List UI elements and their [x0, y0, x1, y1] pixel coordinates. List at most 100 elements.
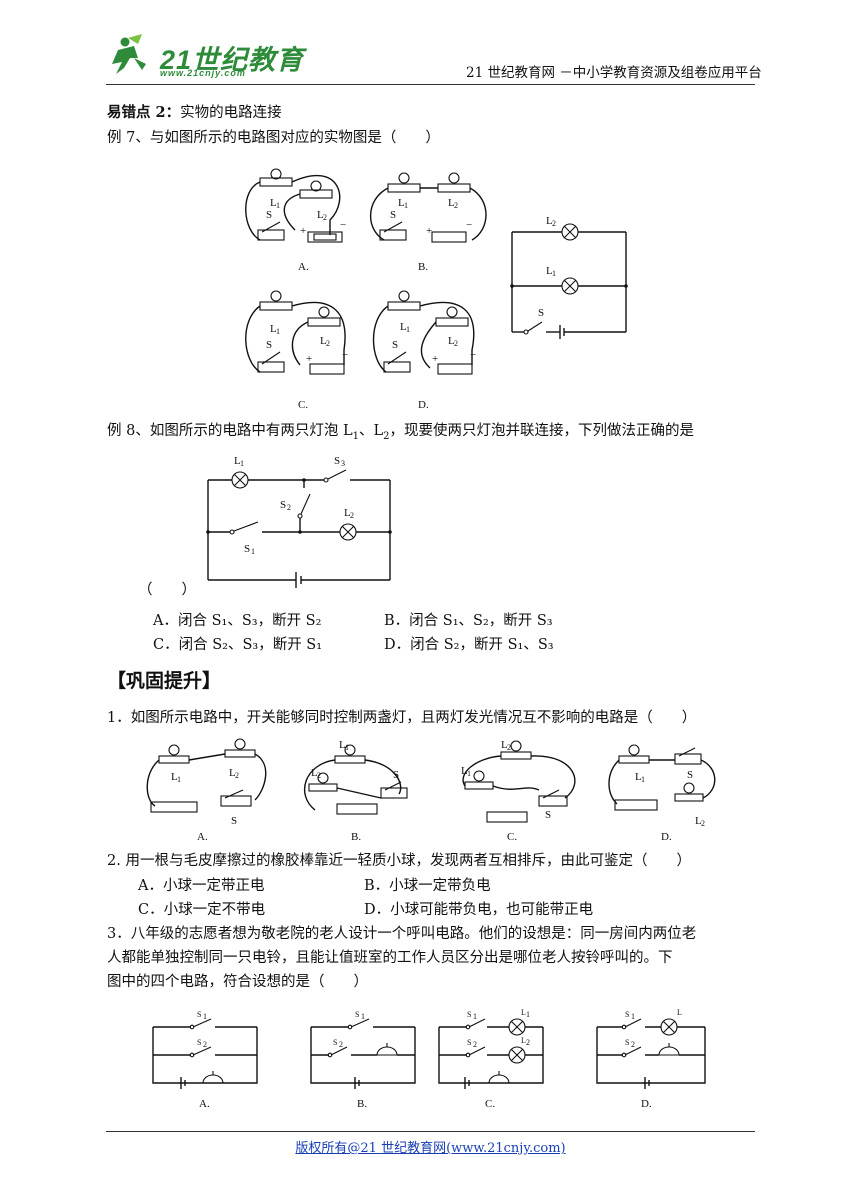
footer-copyright-link[interactable]: 版权所有@21 世纪教育网(www.21cnjy.com): [295, 1141, 566, 1156]
ex8-option-a: A．闭合 S₁、S₃，断开 S₂: [153, 613, 322, 629]
svg-text:S: S: [334, 455, 340, 467]
svg-text:S: S: [467, 1038, 471, 1047]
svg-text:A.: A.: [298, 261, 309, 273]
q3-line1: 3．八年级的志愿者想为敬老院的老人设计一个呼叫电路。他们的设想是：同一房间内两位…: [107, 926, 697, 942]
svg-text:B.: B.: [351, 831, 361, 843]
svg-text:−: −: [466, 219, 472, 231]
svg-text:2: 2: [454, 201, 458, 210]
svg-text:S: S: [355, 1010, 359, 1019]
svg-text:S: S: [244, 543, 250, 555]
svg-text:L: L: [398, 197, 405, 209]
svg-text:−: −: [340, 219, 346, 231]
svg-text:2: 2: [454, 339, 458, 348]
svg-text:1: 1: [526, 1010, 530, 1019]
svg-text:−: −: [342, 349, 348, 361]
q1-text: 1．如图所示电路中，开关能够同时控制两盏灯，且两灯发光情况互不影响的电路是（ ）: [107, 710, 697, 726]
svg-text:+: +: [306, 353, 312, 365]
svg-text:L: L: [635, 771, 642, 783]
svg-text:S: S: [538, 307, 544, 319]
section-title-bold: 易错点 2：: [107, 104, 181, 121]
svg-text:S: S: [625, 1010, 629, 1019]
q2-option-a: A．小球一定带正电: [138, 878, 265, 894]
svg-text:2: 2: [323, 213, 327, 222]
svg-text:C.: C.: [507, 831, 517, 843]
svg-text:+: +: [426, 225, 432, 237]
ex8-sub2: 2: [383, 430, 390, 442]
svg-text:L: L: [521, 1036, 526, 1045]
svg-text:L: L: [320, 335, 327, 347]
svg-text:L: L: [501, 739, 508, 751]
svg-text:L: L: [400, 321, 407, 333]
svg-text:D.: D.: [661, 831, 672, 843]
ex8-option-c: C．闭合 S₂、S₃，断开 S₁: [153, 637, 323, 653]
svg-text:1: 1: [276, 327, 280, 336]
svg-text:S: S: [392, 339, 398, 351]
ex8-question-mid: 、L: [358, 423, 384, 439]
svg-text:2: 2: [203, 1040, 207, 1049]
svg-text:L: L: [339, 739, 346, 751]
svg-text:B.: B.: [357, 1098, 367, 1110]
q3-line3: 图中的四个电路，符合设想的是（ ）: [107, 974, 368, 990]
svg-text:S: S: [231, 815, 237, 827]
svg-text:1: 1: [361, 1012, 365, 1021]
svg-text:S: S: [467, 1010, 471, 1019]
q3-line2: 人都能单独控制同一只电铃，且能让值班室的工作人员区分出是哪位老人按铃呼叫的。下: [107, 950, 673, 966]
q2-option-b: B．小球一定带负电: [364, 878, 491, 894]
q2-option-c: C．小球一定不带电: [138, 902, 266, 918]
svg-text:S: S: [393, 769, 399, 781]
svg-text:2: 2: [631, 1040, 635, 1049]
svg-text:L: L: [448, 335, 455, 347]
svg-text:2: 2: [701, 819, 705, 828]
q2-text: 2. 用一根与毛皮摩擦过的橡胶棒靠近一轻质小球，发现两者互相排斥，由此可鉴定（ …: [107, 853, 691, 869]
svg-text:2: 2: [326, 339, 330, 348]
svg-text:2: 2: [507, 743, 511, 752]
svg-text:S: S: [545, 809, 551, 821]
svg-text:L: L: [546, 265, 553, 277]
svg-text:L: L: [521, 1008, 526, 1017]
svg-text:1: 1: [641, 775, 645, 784]
svg-text:2: 2: [350, 511, 354, 520]
svg-text:A.: A.: [197, 831, 208, 843]
svg-text:L: L: [234, 455, 241, 467]
svg-text:L: L: [171, 771, 178, 783]
svg-text:1: 1: [404, 201, 408, 210]
footer-divider: [106, 1131, 755, 1132]
section-title-rest: 实物的电路连接: [180, 105, 282, 121]
svg-text:−: −: [470, 349, 476, 361]
logo-url: www.21cnjy.com: [160, 68, 246, 78]
svg-text:D.: D.: [418, 399, 429, 411]
svg-text:L: L: [344, 507, 351, 519]
ex8-question-pre: 例 8、如图所示的电路中有两只灯泡 L: [107, 423, 353, 439]
svg-text:L: L: [317, 209, 324, 221]
svg-text:2: 2: [526, 1038, 530, 1047]
site-title: 21 世纪教育网 －中小学教育资源及组卷应用平台: [466, 65, 762, 81]
svg-text:1: 1: [251, 547, 255, 556]
ex8-question: 例 8、如图所示的电路中有两只灯泡 L1、L2，现要使两只灯泡并联连接，下列做法…: [107, 421, 694, 447]
svg-text:L: L: [546, 215, 553, 227]
ex8-question-post: ，现要使两只灯泡并联连接，下列做法正确的是: [389, 423, 694, 439]
svg-text:S: S: [197, 1038, 201, 1047]
svg-text:2: 2: [235, 771, 239, 780]
svg-text:1: 1: [240, 459, 244, 468]
svg-text:A.: A.: [199, 1098, 210, 1110]
svg-text:S: S: [197, 1010, 201, 1019]
ex8-sub1: 1: [352, 430, 359, 442]
svg-text:D.: D.: [641, 1098, 652, 1110]
logo-text: 21世纪教育: [160, 45, 305, 75]
svg-text:S: S: [390, 209, 396, 221]
svg-text:S: S: [687, 769, 693, 781]
svg-text:1: 1: [631, 1012, 635, 1021]
svg-text:L: L: [677, 1008, 682, 1017]
svg-text:3: 3: [341, 459, 345, 468]
ex8-option-d: D．闭合 S₂，断开 S₁、S₃: [384, 637, 554, 653]
